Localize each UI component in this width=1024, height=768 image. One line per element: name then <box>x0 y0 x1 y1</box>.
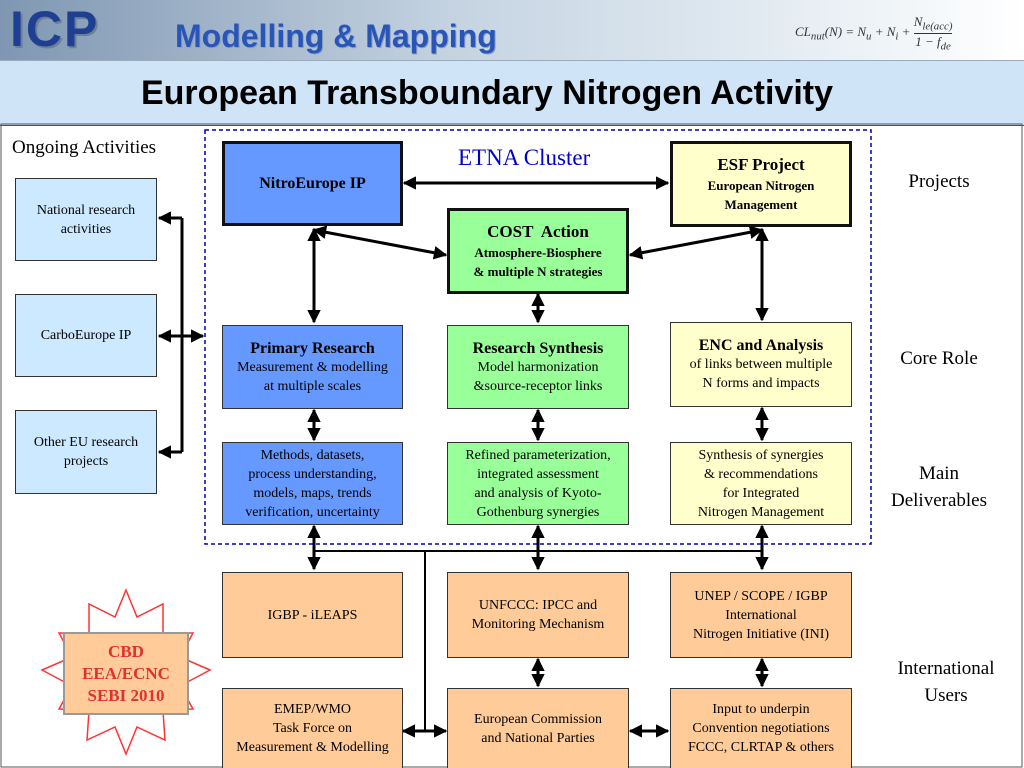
label-main-deliverables: Main Deliverables <box>890 463 987 511</box>
label-international-users: International Users <box>897 658 995 706</box>
ongoing-activities-label: Ongoing Activities <box>12 137 157 158</box>
node-european-commission: European Commission and National Parties <box>447 688 629 768</box>
label-core-role: Core Role <box>900 348 978 369</box>
node-refined-parameterization: Refined parameterization, integrated ass… <box>447 442 629 525</box>
node-other-eu-research: Other EU research projects <box>15 410 157 494</box>
node-cost-action: COST Action Atmosphere-Biosphere & multi… <box>447 208 629 294</box>
node-cbd-eea-sebi: CBD EEA/ECNC SEBI 2010 <box>63 632 189 715</box>
icp-logo: ICP <box>10 1 100 57</box>
title-band <box>0 60 1024 126</box>
node-methods-datasets: Methods, datasets, process understanding… <box>222 442 403 525</box>
arrow-nitroeurope-cost <box>312 225 448 260</box>
etna-cluster-boundary <box>204 129 872 545</box>
node-enc-analysis: ENC and Analysis of links between multip… <box>670 322 852 407</box>
node-unfccc: UNFCCC: IPCC and Monitoring Mechanism <box>447 572 629 658</box>
node-input-negotiations: Input to underpin Convention negotiation… <box>670 688 852 768</box>
node-nitroeurope: NitroEurope IP <box>222 141 403 226</box>
header-subtitle: Modelling & Mapping <box>175 18 497 54</box>
arrow-esf-cost <box>628 225 764 260</box>
header-banner <box>0 0 1024 60</box>
label-projects: Projects <box>908 171 970 192</box>
node-primary-research: Primary Research Measurement & modelling… <box>222 325 403 409</box>
node-emep-wmo: EMEP/WMO Task Force on Measurement & Mod… <box>222 688 403 768</box>
node-unep-scope-igbp: UNEP / SCOPE / IGBP International Nitrog… <box>670 572 852 658</box>
node-carboeurope: CarboEurope IP <box>15 294 157 377</box>
node-synthesis-synergies: Synthesis of synergies & recommendations… <box>670 442 852 525</box>
node-esf-project: ESF Project European Nitrogen Management <box>670 141 852 227</box>
node-igbp-ileaps: IGBP - iLEAPS <box>222 572 403 658</box>
node-national-research: National research activities <box>15 178 157 261</box>
etna-cluster-label: ETNA Cluster <box>458 145 591 170</box>
node-research-synthesis: Research Synthesis Model harmonization &… <box>447 325 629 409</box>
page-title: European Transboundary Nitrogen Activity <box>140 74 834 112</box>
header-formula: CLnut(N) = Nu + Ni + Nle(acc)1 − fde <box>795 14 953 53</box>
